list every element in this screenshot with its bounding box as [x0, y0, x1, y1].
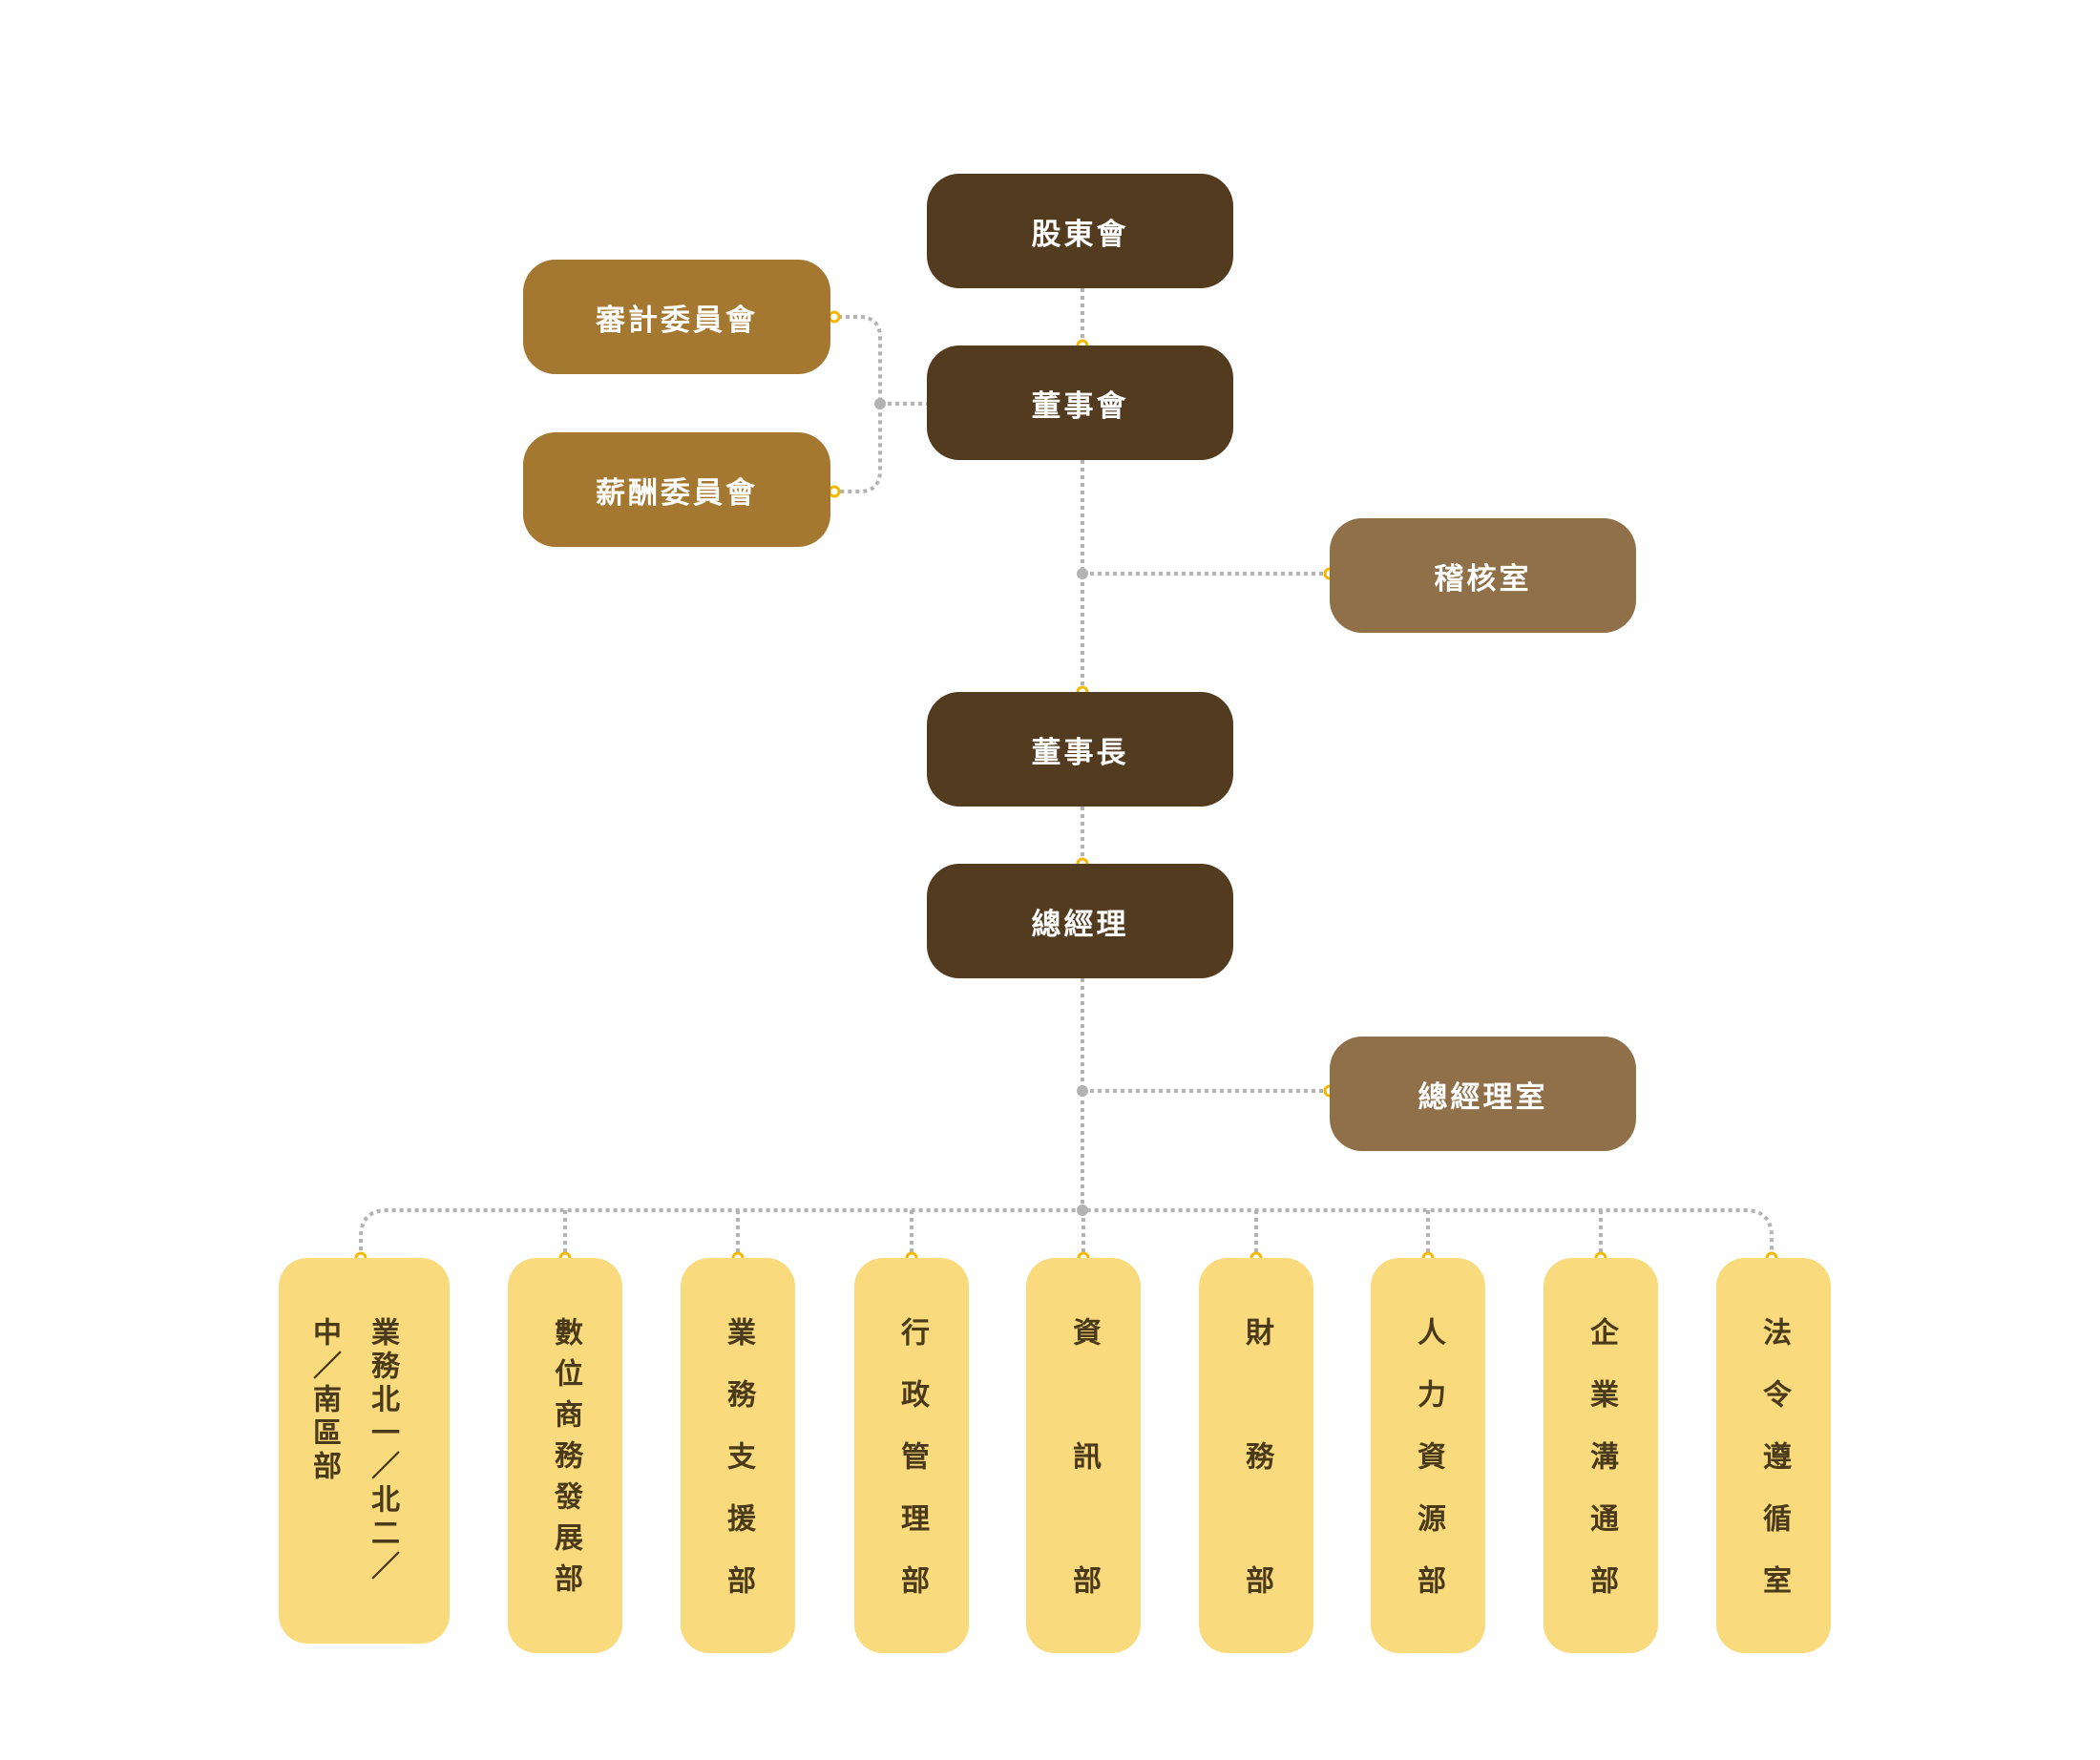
- anchor-dot: [828, 310, 841, 324]
- department-hr: 人力資源部: [1371, 1258, 1485, 1653]
- department-label: 行政管理部: [895, 1317, 929, 1627]
- node-audit-office: 稽核室: [1330, 518, 1636, 633]
- junction-dot: [874, 398, 886, 409]
- department-sales-support: 業務支援部: [681, 1258, 795, 1653]
- department-label: 法令遵循室: [1757, 1317, 1791, 1627]
- node-audit-committee: 審計委員會: [523, 260, 830, 374]
- department-label: 資訊部: [1067, 1317, 1101, 1689]
- department-bus: [359, 1208, 1774, 1258]
- department-compliance: 法令遵循室: [1716, 1258, 1831, 1653]
- department-label: 數位商務發展部: [549, 1317, 582, 1604]
- node-shareholders: 股東會: [927, 174, 1233, 288]
- department-label: 業務支援部: [722, 1317, 755, 1627]
- department-administration: 行政管理部: [854, 1258, 969, 1653]
- department-label: 企業溝通部: [1585, 1317, 1618, 1627]
- node-chairman: 董事長: [927, 692, 1233, 807]
- department-sales: 業務北一／北二／中／南區部: [279, 1258, 450, 1644]
- department-it: 資訊部: [1026, 1258, 1141, 1689]
- department-finance: 財務部: [1199, 1258, 1313, 1689]
- node-president: 總經理: [927, 864, 1233, 978]
- department-label: 人力資源部: [1412, 1317, 1445, 1627]
- junction-dot: [1077, 1085, 1088, 1097]
- anchor-dot: [828, 485, 841, 498]
- node-compensation-committee: 薪酬委員會: [523, 432, 830, 547]
- department-label: 業務北一／北二／中／南區部: [307, 1317, 399, 1584]
- node-president-office: 總經理室: [1330, 1037, 1636, 1151]
- junction-dot: [1077, 1205, 1088, 1216]
- department-label: 財務部: [1240, 1317, 1273, 1689]
- department-drops: [563, 1210, 1603, 1258]
- node-board: 董事會: [927, 346, 1233, 460]
- junction-dot: [1077, 568, 1088, 579]
- department-digital-commerce: 數位商務發展部: [508, 1258, 622, 1653]
- department-corporate-communication: 企業溝通部: [1544, 1258, 1658, 1653]
- connector-committees: [830, 315, 882, 493]
